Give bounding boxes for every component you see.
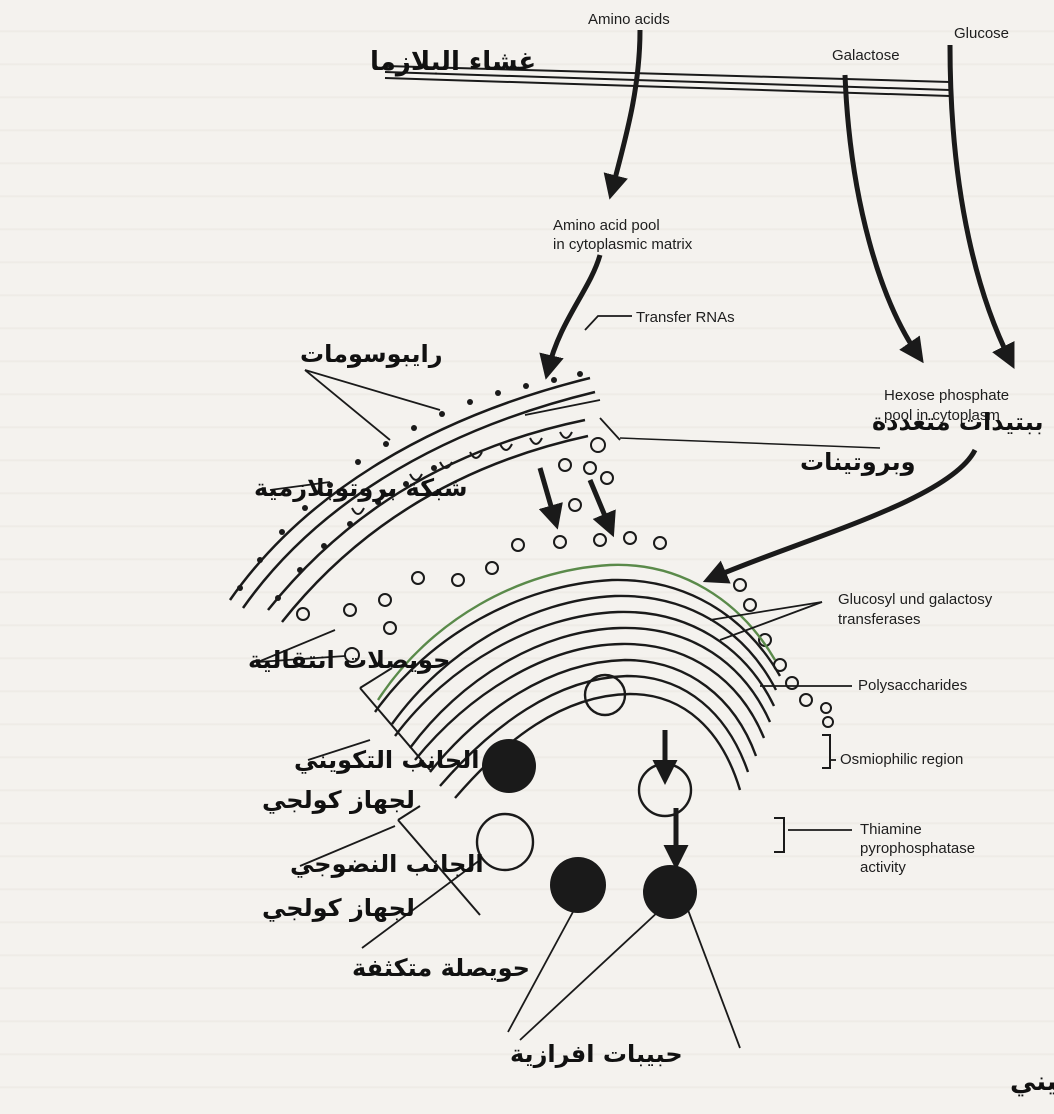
arrow-transfer-rna <box>548 255 600 370</box>
label-polypeptides-2: وبروتينات <box>800 448 916 476</box>
label-glucosyl-2: transferases <box>838 611 921 628</box>
label-endoplasmic-reticulum: شبكة بروتوبلازمية <box>254 474 467 502</box>
arrow-galactose <box>845 75 918 355</box>
label-plasma-membrane: غشاء البلازما <box>370 47 536 77</box>
label-ribosomes: رايبوسومات <box>300 340 443 368</box>
label-hexose-1: Hexose phosphate <box>884 387 1009 404</box>
arrow-er-vesicle-2 <box>590 480 610 528</box>
label-amino-pool-1: Amino acid pool <box>553 217 660 234</box>
label-amino-pool-2: in cytoplasmic matrix <box>553 236 693 253</box>
arrow-er-vesicle-1 <box>540 468 555 520</box>
label-glycoprotein-product: نتاج افرازي كلايكوبروتيني <box>1010 1067 1054 1097</box>
label-osmiophilic: Osmiophilic region <box>840 751 963 768</box>
label-polysaccharides: Polysaccharides <box>858 677 967 694</box>
label-trans-face-2: لجهاز كولجي <box>262 894 415 922</box>
label-condensing-vesicle: حويصلة متكثفة <box>352 954 530 982</box>
label-transfer-rnas: Transfer RNAs <box>636 309 735 326</box>
label-thiamine-2: pyrophosphatase <box>860 840 975 857</box>
arrow-glucose <box>950 45 1010 360</box>
label-thiamine-3: activity <box>860 859 906 876</box>
label-amino-acids: Amino acids <box>588 11 670 28</box>
label-polypeptides-1: ببتيدات متعددة <box>872 408 1044 436</box>
polypeptides-underline <box>620 438 880 448</box>
label-glucose: Glucose <box>954 25 1009 42</box>
label-glucosyl-1: Glucosyl und galactosy <box>838 591 993 608</box>
label-galactose: Galactose <box>832 47 900 64</box>
label-thiamine-1: Thiamine <box>860 821 922 838</box>
label-cis-face-2: لجهاز كولجي <box>262 786 415 814</box>
bracket-osmiophilic <box>822 735 830 768</box>
label-transition-vesicles: حويصلات انتقالية <box>248 646 450 674</box>
label-cis-face-1: الجانب التكويني <box>294 746 479 774</box>
label-trans-face-1: الجانب النضوجي <box>290 850 484 878</box>
label-secretory-granules: حبيبات افرازية <box>510 1040 683 1068</box>
bracket-thiamine <box>774 818 784 852</box>
arrow-amino-acids <box>612 30 640 190</box>
